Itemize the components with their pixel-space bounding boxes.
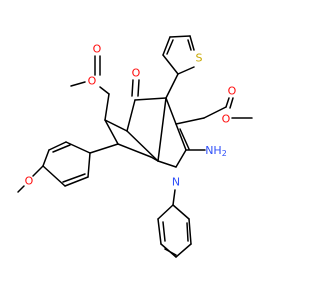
- bond: [189, 35, 195, 51]
- bond: [177, 66, 195, 75]
- molecule-canvas: O O O S O O NH2 N O: [17, 35, 253, 258]
- bond: [165, 97, 177, 125]
- bond: [87, 152, 91, 178]
- bond: [157, 218, 162, 245]
- bond: [157, 160, 177, 168]
- bond: [150, 156, 159, 162]
- atom-s-thiophene: S: [196, 52, 203, 65]
- bond: [172, 189, 176, 206]
- bond: [175, 243, 192, 258]
- atom-nh2-main: NH: [205, 144, 222, 157]
- atom-nh2: NH2: [205, 144, 227, 158]
- atom-o-ester3-carbonyl: O: [228, 85, 237, 98]
- bond: [169, 35, 191, 38]
- bond: [203, 106, 227, 119]
- bond: [104, 119, 128, 132]
- bond: [229, 97, 234, 109]
- atom-o-ketone: O: [132, 67, 141, 80]
- bond: [117, 143, 152, 158]
- bond: [162, 221, 166, 242]
- atom-n-ring: N: [172, 176, 180, 189]
- bond: [179, 128, 190, 150]
- bond: [65, 141, 91, 154]
- bond: [48, 141, 67, 151]
- bond: [99, 86, 110, 95]
- bond: [104, 93, 110, 121]
- bond: [157, 97, 167, 162]
- bond: [42, 149, 50, 167]
- bond: [131, 79, 134, 97]
- bond: [225, 97, 230, 108]
- atom-o-ester3-single: O: [222, 113, 231, 126]
- bond: [175, 117, 205, 125]
- atom-o-ester6-carbonyl: O: [93, 43, 102, 56]
- atom-o-methoxy: O: [25, 175, 34, 188]
- bond: [62, 173, 86, 183]
- bond: [126, 130, 159, 162]
- molecule-structure: O O O S O O NH2 N O: [17, 35, 253, 258]
- bond: [165, 73, 179, 99]
- bond: [32, 165, 44, 177]
- bond: [175, 149, 187, 168]
- atom-nh2-subscript: 2: [222, 149, 227, 158]
- bond: [166, 39, 174, 55]
- bond: [162, 36, 171, 56]
- bond: [17, 185, 25, 193]
- bond: [175, 123, 187, 151]
- bond: [126, 99, 136, 132]
- bond: [164, 248, 177, 256]
- bond: [134, 97, 167, 101]
- bond: [42, 165, 66, 187]
- bond: [137, 79, 140, 97]
- bond: [89, 143, 119, 154]
- bond: [162, 54, 179, 75]
- bond: [186, 222, 189, 242]
- bond: [104, 119, 119, 145]
- bond: [187, 39, 192, 51]
- bond: [172, 204, 190, 220]
- bond: [52, 144, 71, 153]
- bond: [70, 81, 86, 87]
- bond: [157, 204, 174, 220]
- atom-o-ester6-single: O: [88, 75, 97, 88]
- bond: [64, 176, 89, 187]
- bond: [188, 218, 192, 245]
